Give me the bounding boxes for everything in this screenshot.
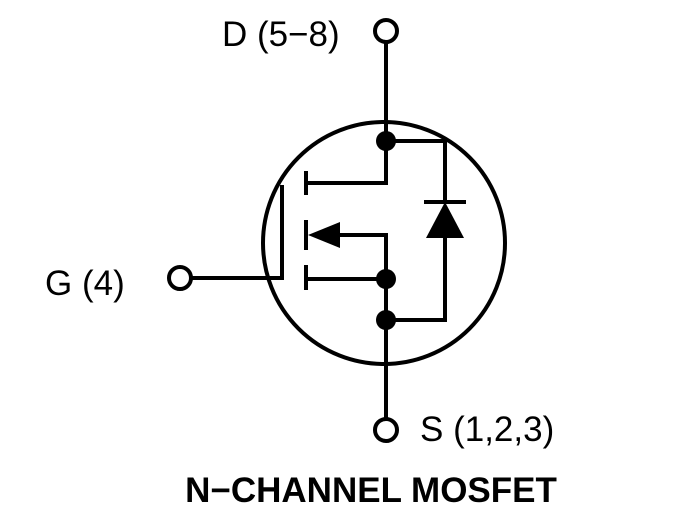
gate-label: G (4) [45, 264, 125, 303]
source-terminal [373, 320, 399, 443]
diode-triangle [426, 202, 464, 238]
source-terminal-icon [373, 417, 399, 443]
drain-terminal-icon [373, 18, 399, 44]
drain-terminal [373, 18, 399, 141]
arrow-left-icon [308, 222, 340, 248]
diode-icon [424, 200, 466, 238]
drain-label: D (5−8) [222, 15, 340, 54]
diagram-caption: N−CHANNEL MOSFET [185, 471, 557, 510]
source-label: S (1,2,3) [420, 410, 554, 449]
filled-dot-icon [376, 310, 396, 330]
body-diode [386, 139, 466, 322]
gate-terminal-icon [167, 265, 193, 291]
gate-terminal [167, 185, 284, 291]
filled-dot-icon [376, 269, 396, 289]
filled-dot-icon [376, 131, 396, 151]
